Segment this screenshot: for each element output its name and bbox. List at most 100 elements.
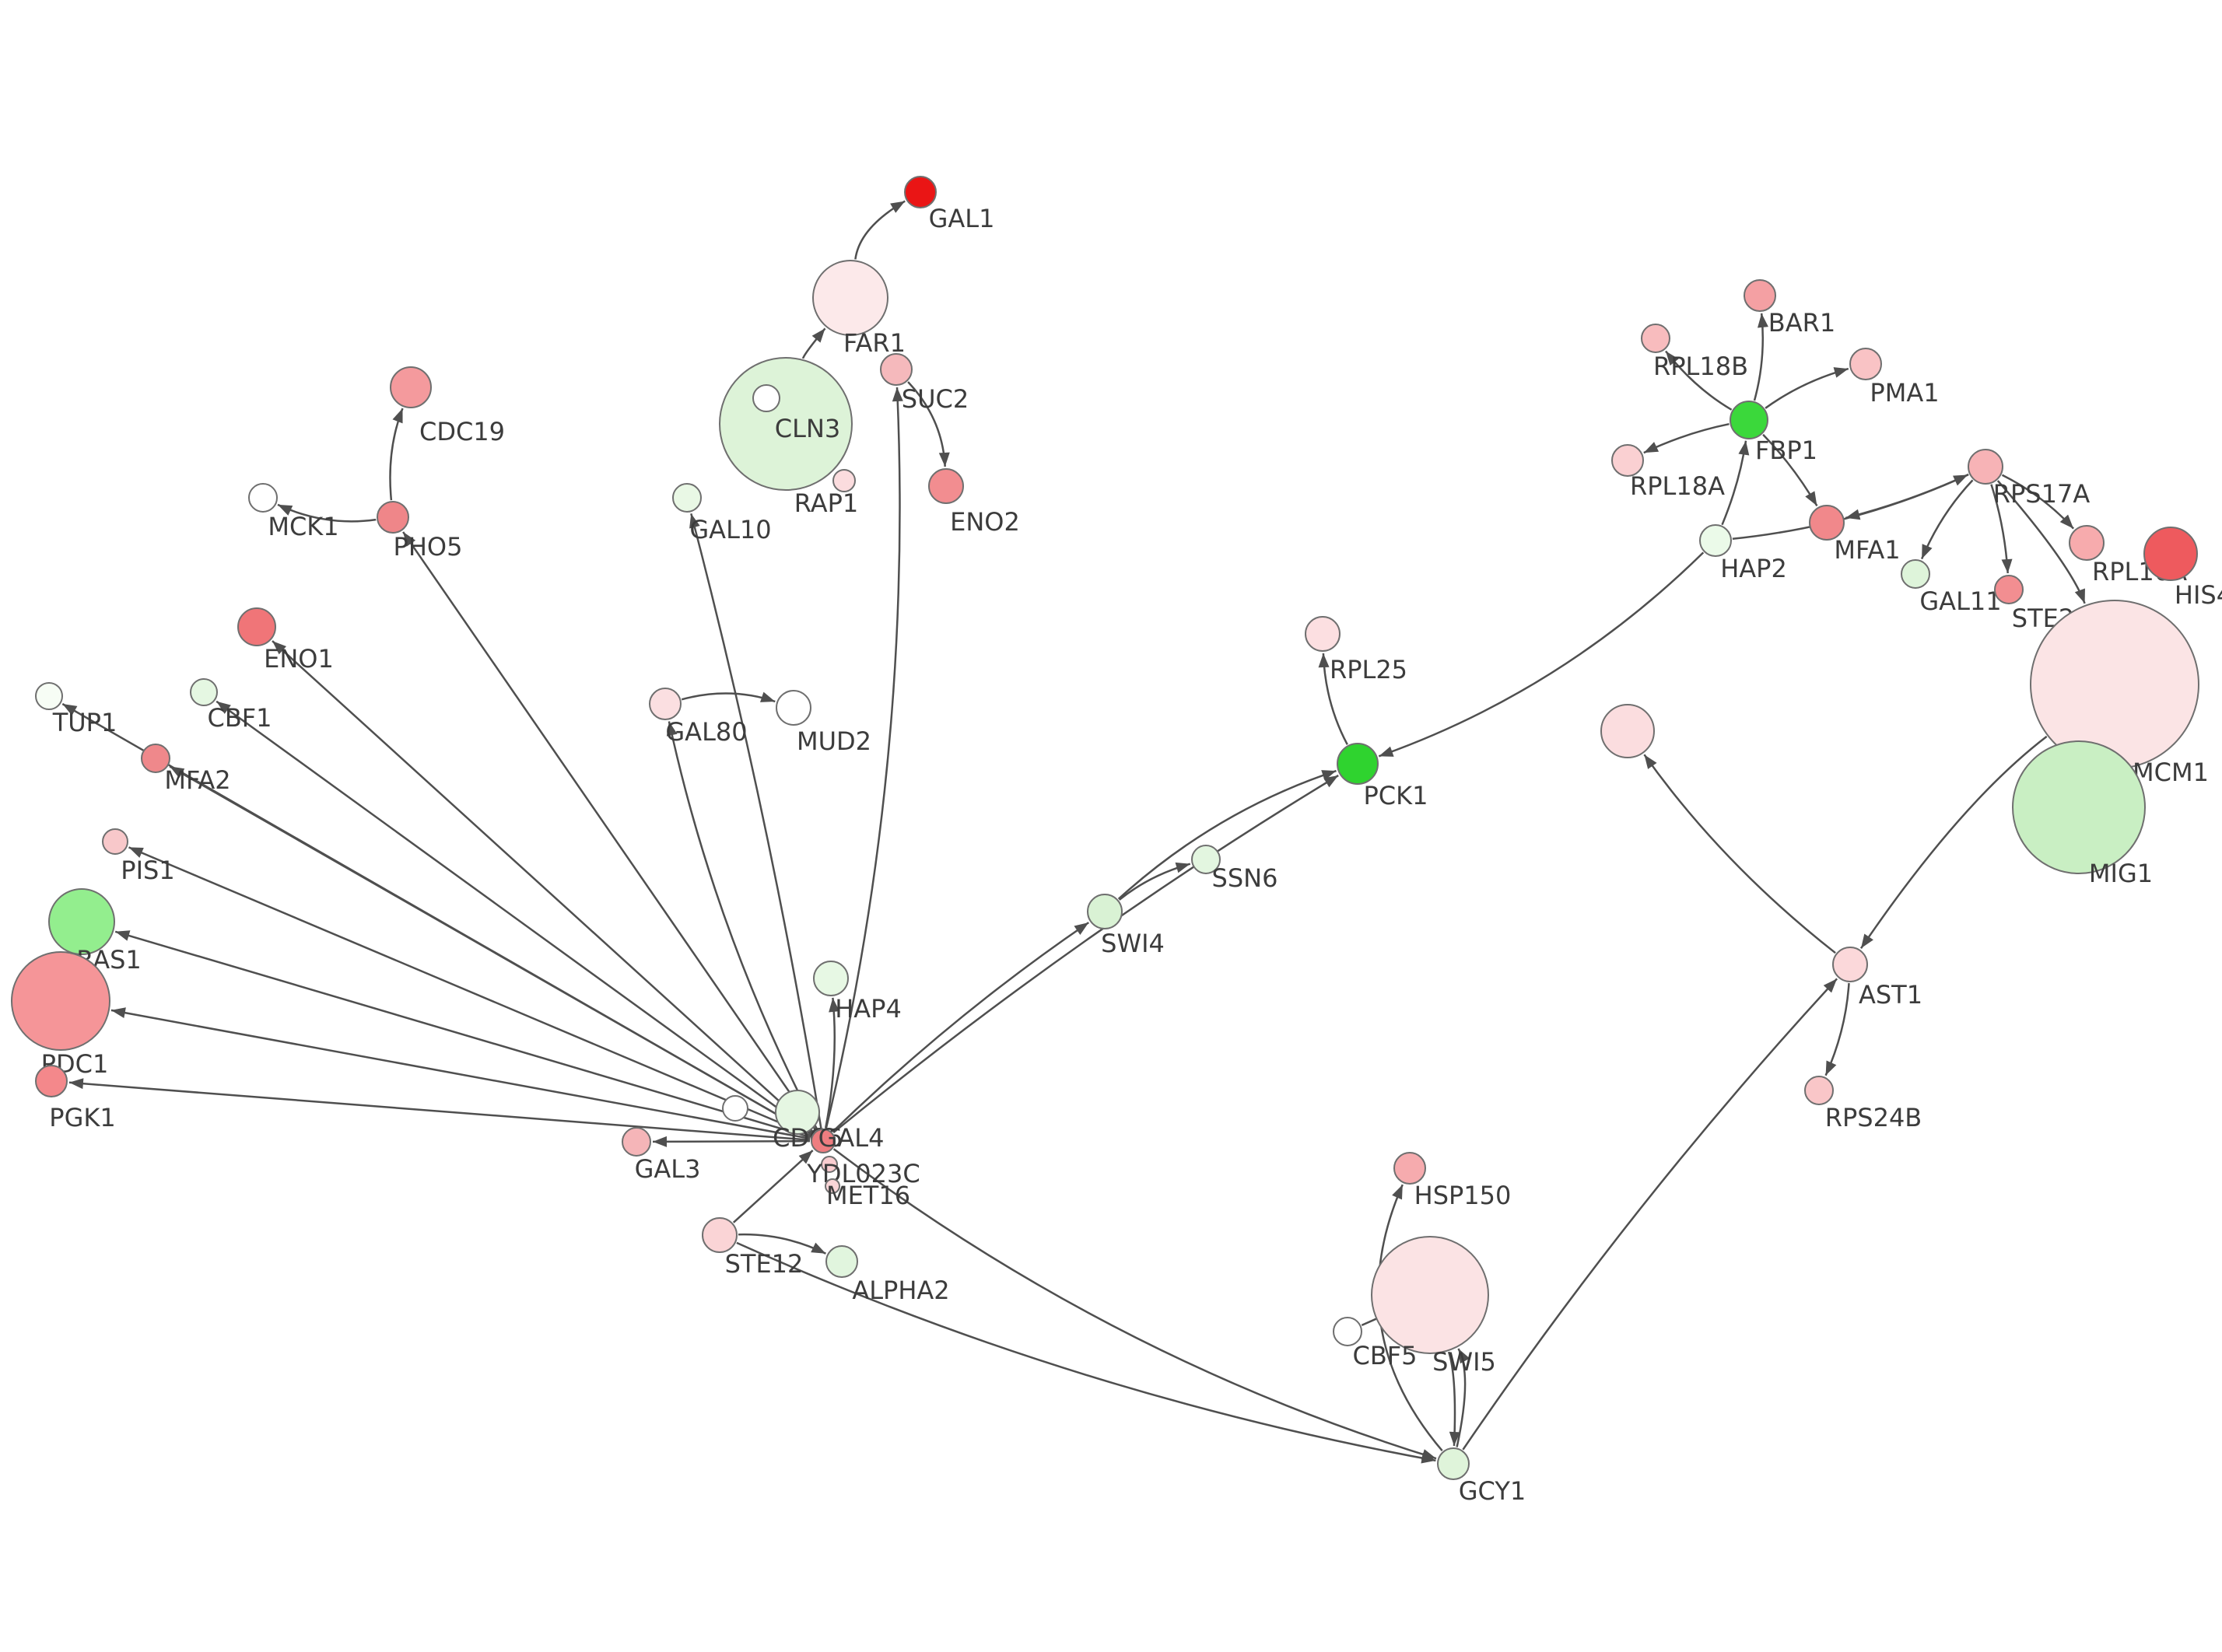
node-circle-GCY1[interactable] bbox=[1437, 1447, 1470, 1480]
node-circle-MUD2[interactable] bbox=[776, 690, 811, 726]
node-circle-CBF5[interactable] bbox=[1333, 1317, 1362, 1346]
node-circle-MIG1[interactable] bbox=[2012, 740, 2146, 874]
edge-PHO5-CDC19[interactable] bbox=[389, 408, 404, 501]
node-circle-PGK1[interactable] bbox=[35, 1065, 68, 1097]
node-circle-RPL18A[interactable] bbox=[1611, 444, 1644, 477]
edge-GAL80-MUD2[interactable] bbox=[681, 691, 776, 703]
node-circle-GAL10[interactable] bbox=[672, 483, 702, 513]
node-ALPHA2[interactable]: ALPHA2 bbox=[825, 1245, 950, 1305]
edge-GAL4-MFA2[interactable] bbox=[169, 765, 812, 1136]
node-circle-ALPHA2[interactable] bbox=[825, 1245, 858, 1278]
edge-RPS17A-MCM1[interactable] bbox=[1996, 480, 2086, 604]
edge-AST1-dot3[interactable] bbox=[1643, 754, 1836, 954]
edge-STE12-GCY1[interactable] bbox=[736, 1241, 1436, 1464]
edge-FAR1-GAL1[interactable] bbox=[854, 200, 906, 260]
node-circle-GAL1[interactable] bbox=[904, 176, 937, 208]
node-RPL25[interactable]: RPL25 bbox=[1305, 616, 1407, 684]
node-circle-RPL25[interactable] bbox=[1305, 616, 1341, 652]
node-GAL10[interactable]: GAL10 bbox=[672, 483, 772, 544]
node-circle-HSP150[interactable] bbox=[1393, 1152, 1426, 1185]
edge-GAL4-ENO1[interactable] bbox=[272, 640, 815, 1133]
node-circle-GAL80[interactable] bbox=[649, 688, 682, 720]
node-circle-FAR1[interactable] bbox=[812, 260, 888, 336]
node-circle-MCM1[interactable] bbox=[2030, 600, 2199, 769]
node-circle-RPS24B[interactable] bbox=[1804, 1076, 1834, 1105]
edge-HAP2-RPS17A[interactable] bbox=[1732, 474, 1968, 541]
edge-FBP1-RPL18B[interactable] bbox=[1665, 350, 1733, 411]
node-circle-CBF1[interactable] bbox=[190, 678, 218, 706]
edge-GAL4-RAS1[interactable] bbox=[114, 930, 811, 1139]
node-circle-HIS4[interactable] bbox=[2143, 527, 2198, 581]
node-circle-PCK1[interactable] bbox=[1337, 743, 1379, 785]
node-circle-ENO2[interactable] bbox=[928, 468, 964, 504]
edge-GAL4-PIS1[interactable] bbox=[128, 846, 811, 1137]
edge-CLN3-FAR1[interactable] bbox=[801, 327, 826, 359]
node-BAR1[interactable]: BAR1 bbox=[1744, 279, 1835, 338]
node-CBF5[interactable]: CBF5 bbox=[1333, 1317, 1418, 1370]
node-circle-PIS1[interactable] bbox=[102, 828, 128, 855]
node-circle-SWI5[interactable] bbox=[1371, 1236, 1489, 1354]
node-HAP4[interactable]: HAP4 bbox=[813, 961, 902, 1024]
edge-PHO5-MCK1[interactable] bbox=[277, 503, 377, 523]
edge-GAL4-SWI4[interactable] bbox=[832, 922, 1090, 1133]
edge-PCK1-RPL25[interactable] bbox=[1318, 653, 1348, 745]
node-GAL80[interactable]: GAL80 bbox=[649, 688, 748, 747]
edge-SWI4-SSN6[interactable] bbox=[1118, 862, 1191, 901]
node-RAP1[interactable]: RAP1 bbox=[794, 469, 858, 518]
node-PHO5[interactable]: PHO5 bbox=[377, 501, 462, 562]
node-CDC19[interactable]: CDC19 bbox=[390, 366, 505, 446]
node-RPL18B[interactable]: RPL18B bbox=[1641, 324, 1748, 381]
node-circle-SWI4[interactable] bbox=[1087, 894, 1123, 929]
edge-MCM1-AST1[interactable] bbox=[1859, 735, 2048, 950]
node-circle-STE2[interactable] bbox=[1994, 575, 2024, 604]
node-SSN6[interactable]: SSN6 bbox=[1191, 845, 1277, 893]
edge-RPS17A-GAL11[interactable] bbox=[1920, 479, 1974, 560]
node-circle-RAP1[interactable] bbox=[832, 469, 856, 492]
node-circle-PMA1[interactable] bbox=[1849, 348, 1882, 380]
node-HIS4[interactable]: HIS4 bbox=[2143, 527, 2222, 610]
edge-STE12-GAL4[interactable] bbox=[732, 1150, 814, 1223]
edge-GAL4-GAL3[interactable] bbox=[652, 1136, 811, 1147]
node-MFA1[interactable]: MFA1 bbox=[1809, 505, 1901, 565]
node-circle-RAS1[interactable] bbox=[48, 888, 115, 955]
node-dot1[interactable] bbox=[752, 384, 780, 412]
edge-GCY1-SWI5[interactable] bbox=[1456, 1348, 1470, 1447]
node-circle-GAL4[interactable] bbox=[811, 1129, 836, 1153]
node-PMA1[interactable]: PMA1 bbox=[1849, 348, 1940, 408]
node-MET16[interactable]: MET16 bbox=[825, 1178, 910, 1210]
node-circle-RPL16A[interactable] bbox=[2069, 525, 2105, 561]
edge-FBP1-BAR1[interactable] bbox=[1753, 313, 1768, 401]
edge-GAL4-PGK1[interactable] bbox=[68, 1078, 811, 1141]
edge-RPS17A-RPL16A[interactable] bbox=[2001, 474, 2075, 530]
edge-GAL4-GAL10[interactable] bbox=[689, 513, 822, 1129]
edge-GAL4-PHO5[interactable] bbox=[402, 531, 817, 1131]
node-STE12[interactable]: STE12 bbox=[702, 1217, 803, 1279]
node-MUD2[interactable]: MUD2 bbox=[776, 690, 871, 756]
node-GCY1[interactable]: GCY1 bbox=[1437, 1447, 1526, 1506]
node-circle-dot3[interactable] bbox=[1600, 704, 1655, 758]
edge-STE12-ALPHA2[interactable] bbox=[738, 1233, 826, 1255]
edge-SWI5-GCY1[interactable] bbox=[1447, 1351, 1460, 1447]
edge-GAL4-CBF1[interactable] bbox=[216, 700, 813, 1135]
edge-FBP1-RPL18A[interactable] bbox=[1643, 422, 1730, 454]
node-FBP1[interactable]: FBP1 bbox=[1730, 401, 1817, 465]
node-circle-dot2[interactable] bbox=[722, 1095, 748, 1122]
edge-RPS17A-STE2[interactable] bbox=[1990, 484, 2013, 574]
edge-GCY1-AST1[interactable] bbox=[1462, 978, 1838, 1451]
node-RPS17A[interactable]: RPS17A bbox=[1968, 449, 2090, 509]
node-SWI4[interactable]: SWI4 bbox=[1087, 894, 1165, 958]
edge-GAL4-HAP4[interactable] bbox=[824, 997, 840, 1129]
node-SWI5[interactable]: SWI5 bbox=[1371, 1236, 1496, 1377]
edge-GAL4-GCY1[interactable] bbox=[832, 1148, 1437, 1460]
node-RPS24B[interactable]: RPS24B bbox=[1804, 1076, 1922, 1132]
edge-GAL4-PDC1[interactable] bbox=[110, 1007, 811, 1140]
edge-GAL4-PCK1[interactable] bbox=[832, 774, 1339, 1134]
node-GAL4[interactable]: GAL4 bbox=[811, 1123, 884, 1153]
node-PDC1[interactable]: PDC1 bbox=[11, 951, 110, 1079]
node-AST1[interactable]: AST1 bbox=[1832, 947, 1922, 1010]
node-TUP1[interactable]: TUP1 bbox=[35, 682, 117, 737]
node-HSP150[interactable]: HSP150 bbox=[1393, 1152, 1511, 1210]
node-circle-PDC1[interactable] bbox=[11, 951, 110, 1051]
node-MCM1[interactable]: MCM1 bbox=[2030, 600, 2209, 787]
node-circle-AST1[interactable] bbox=[1832, 947, 1868, 982]
